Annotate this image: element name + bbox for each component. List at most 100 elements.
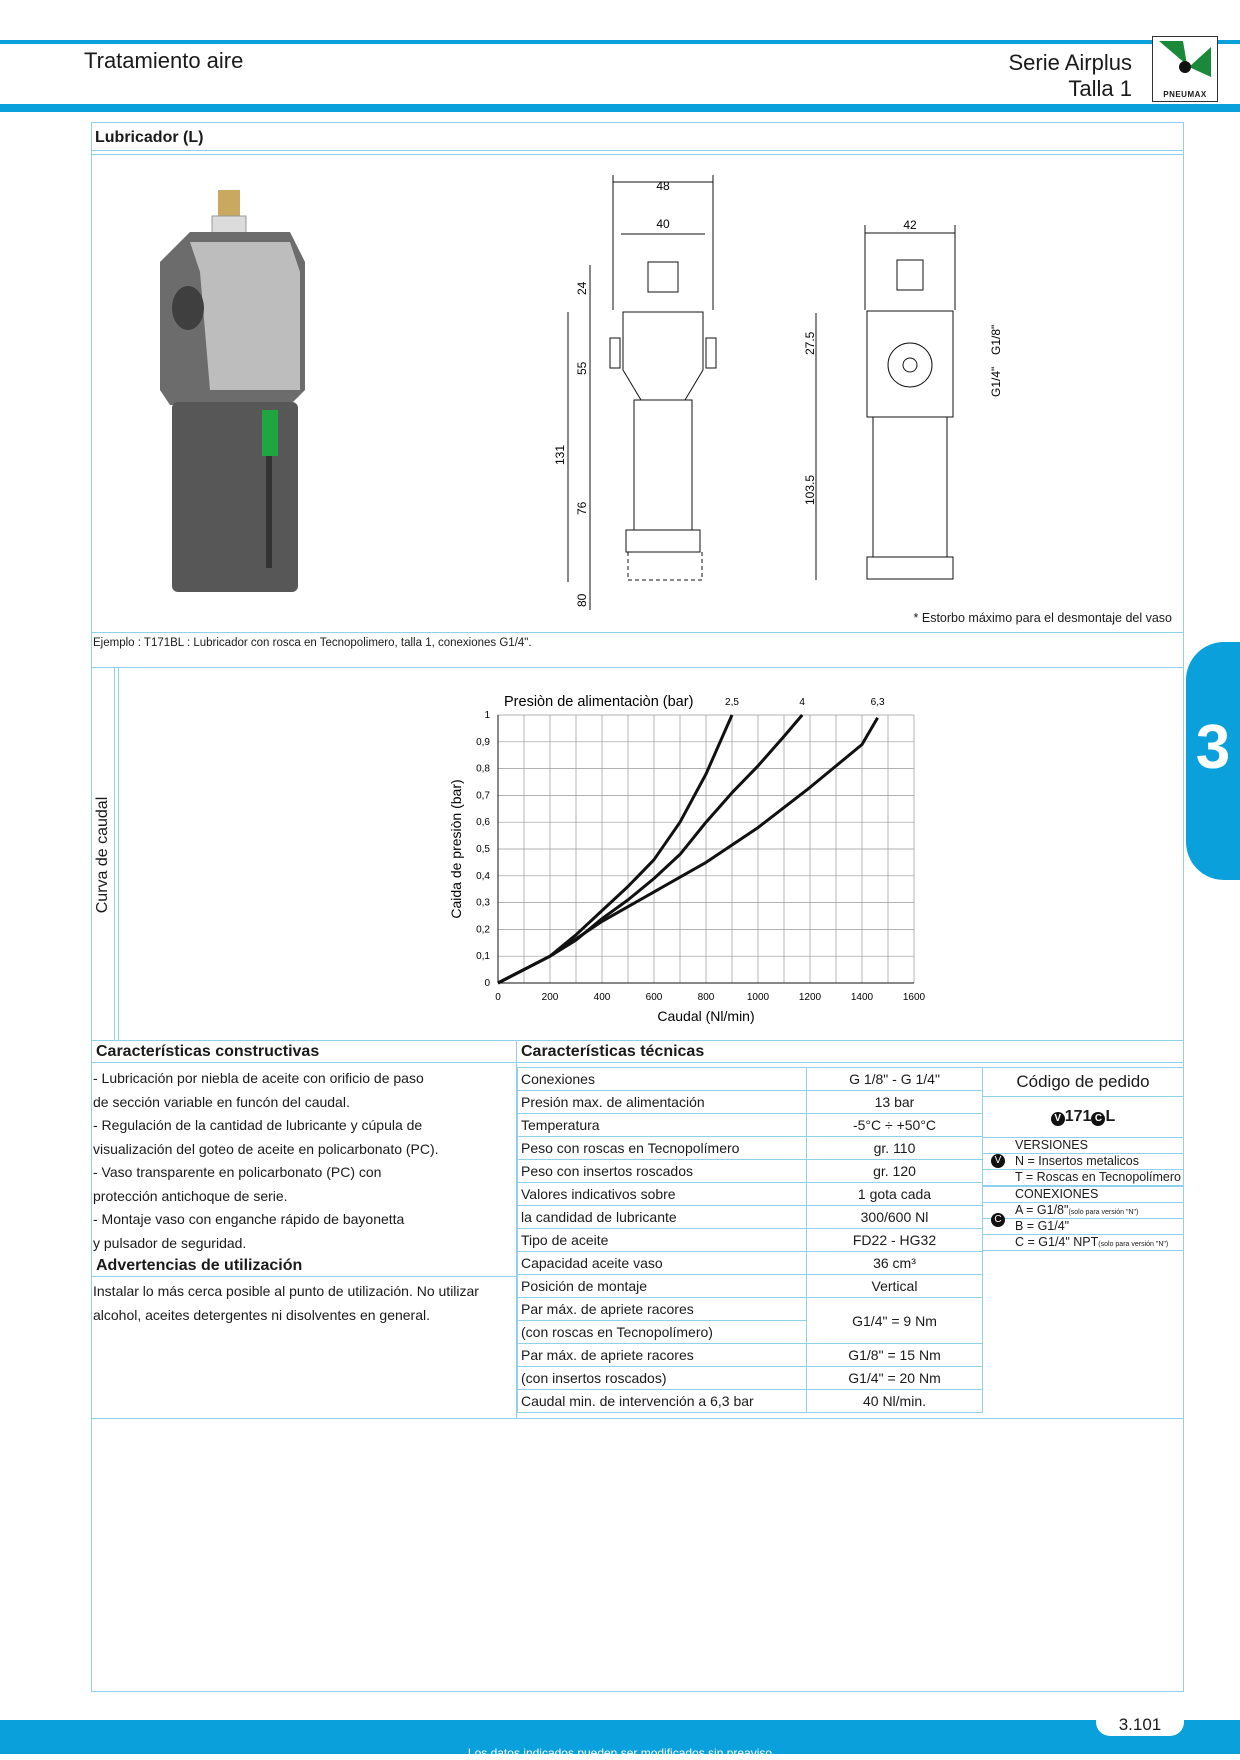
connection-code-badge: C bbox=[1091, 1112, 1106, 1126]
divider bbox=[91, 667, 1184, 668]
series-size: Talla 1 bbox=[1068, 76, 1132, 101]
spec-value: G1/4" = 20 Nm bbox=[806, 1366, 983, 1390]
text-line: Instalar lo más cerca posible al punto d… bbox=[93, 1283, 479, 1299]
text-line: - Montaje vaso con enganche rápido de ba… bbox=[93, 1211, 405, 1227]
divider bbox=[91, 1040, 1184, 1041]
dim-bowl: 76 bbox=[575, 501, 589, 515]
version-badge: V bbox=[991, 1154, 1005, 1168]
spec-value: 36 cm³ bbox=[806, 1251, 983, 1275]
series-line bbox=[497, 716, 879, 985]
order-code-number: 171 bbox=[1064, 1108, 1092, 1125]
spec-label: Conexiones bbox=[517, 1067, 807, 1091]
dim-width-inner: 40 bbox=[656, 217, 670, 231]
versions-title: VERSIONES bbox=[983, 1138, 1183, 1154]
dim-total: 131 bbox=[553, 445, 567, 465]
text-line: - Lubricación por niebla de aceite con o… bbox=[93, 1070, 424, 1086]
versions-block: V VERSIONES N = Insertos metalicos T = R… bbox=[982, 1138, 1184, 1186]
series-label: 6,3 bbox=[871, 697, 885, 708]
connection-option: B = G1/4" bbox=[983, 1219, 1183, 1235]
spec-value: FD22 - HG32 bbox=[806, 1228, 983, 1252]
text-line: de sección variable en funcón del caudal… bbox=[93, 1093, 350, 1110]
text-line: - Regulación de la cantidad de lubricant… bbox=[93, 1117, 423, 1133]
side-dim-top: 27.5 bbox=[803, 331, 817, 355]
spec-label: Valores indicativos sobre bbox=[517, 1182, 807, 1206]
table-row: (con insertos roscados)G1/4" = 20 Nm bbox=[517, 1366, 983, 1390]
removal-note: * Estorbo máximo para el desmontaje del … bbox=[913, 611, 1172, 625]
spec-value: -5°C ÷ +50°C bbox=[806, 1113, 983, 1137]
divider bbox=[91, 1062, 1184, 1063]
x-tick-label: 400 bbox=[594, 992, 611, 1003]
y-tick-label: 0,3 bbox=[476, 898, 490, 909]
y-tick-label: 1 bbox=[484, 710, 490, 721]
side-dim-width: 42 bbox=[903, 218, 917, 232]
warnings-list: Instalar lo más cerca posible al punto d… bbox=[93, 1280, 479, 1327]
technical-title: Características técnicas bbox=[521, 1043, 705, 1060]
logo-mark-icon bbox=[1159, 41, 1211, 77]
chart-title: Presiòn de alimentaciòn (bar) bbox=[504, 694, 693, 710]
spec-value: 13 bar bbox=[806, 1090, 983, 1114]
dim-removal: 80 bbox=[575, 593, 589, 607]
spec-value: gr. 110 bbox=[806, 1136, 983, 1160]
spec-label: Posición de montaje bbox=[517, 1274, 807, 1298]
y-tick-label: 0 bbox=[484, 978, 490, 989]
divider bbox=[91, 1276, 516, 1277]
spec-label: Peso con roscas en Tecnopolímero bbox=[517, 1136, 807, 1160]
side-port-a: G1/8" bbox=[989, 325, 1003, 355]
text-line: alcohol, aceites detergentes ni disolven… bbox=[93, 1306, 430, 1323]
text-line: - Vaso transparente en policarbonato (PC… bbox=[93, 1164, 382, 1180]
y-tick-label: 0,9 bbox=[476, 737, 490, 748]
spec-label: (con insertos roscados) bbox=[517, 1366, 807, 1390]
y-axis-label: Caida de presiòn (bar) bbox=[448, 779, 464, 918]
spec-value: 300/600 Nl bbox=[806, 1205, 983, 1229]
spec-label: Presión max. de alimentación bbox=[517, 1090, 807, 1114]
x-tick-label: 1000 bbox=[747, 992, 770, 1003]
x-tick-label: 1200 bbox=[799, 992, 822, 1003]
dim-body: 55 bbox=[575, 361, 589, 375]
spec-label: Tipo de aceite bbox=[517, 1228, 807, 1252]
order-code-suffix: L bbox=[1105, 1108, 1116, 1125]
divider bbox=[91, 1418, 1184, 1419]
construction-title: Características constructivas bbox=[96, 1043, 320, 1060]
example-text: Ejemplo : T171BL : Lubricador con rosca … bbox=[93, 637, 532, 649]
construction-list: - Lubricación por niebla de aceite con o… bbox=[93, 1067, 439, 1255]
y-tick-label: 0,6 bbox=[476, 817, 490, 828]
x-axis-label: Caudal (Nl/min) bbox=[657, 1008, 754, 1024]
logo-text: PNEUMAX bbox=[1163, 90, 1207, 99]
footer-bar bbox=[0, 1720, 1240, 1754]
divider bbox=[91, 632, 1184, 633]
text-line: y pulsador de seguridad. bbox=[93, 1234, 247, 1251]
product-photo bbox=[160, 190, 305, 592]
spec-value: 40 Nl/min. bbox=[806, 1389, 983, 1413]
connection-badge: C bbox=[991, 1213, 1005, 1227]
version-code-badge: V bbox=[1050, 1112, 1065, 1126]
warnings-title: Advertencias de utilización bbox=[96, 1257, 303, 1274]
footer-disclaimer: Los datos indicados pueden ser modificad… bbox=[467, 1746, 773, 1760]
connection-option: C = G1/4" NPT(solo para versión "N") bbox=[1015, 1235, 1169, 1249]
header-bottom-rule bbox=[0, 104, 1240, 112]
spec-label: la candidad de lubricante bbox=[517, 1205, 807, 1229]
x-tick-label: 200 bbox=[542, 992, 559, 1003]
table-row: (con roscas en Tecnopolímero) bbox=[517, 1320, 983, 1344]
y-tick-label: 0,8 bbox=[476, 764, 490, 775]
y-tick-label: 0,7 bbox=[476, 790, 490, 801]
connection-option: A = G1/8"(solo para versión "N") bbox=[983, 1203, 1183, 1219]
series-label: 4 bbox=[799, 697, 805, 708]
side-dim-bowl: 103.5 bbox=[803, 475, 817, 505]
x-tick-label: 1600 bbox=[903, 992, 926, 1003]
series-label: 2,5 bbox=[725, 697, 739, 708]
x-tick-label: 0 bbox=[495, 992, 501, 1003]
spec-value: G1/8" = 15 Nm bbox=[806, 1343, 983, 1367]
version-option: T = Roscas en Tecnopolímero bbox=[1015, 1170, 1181, 1184]
connections-block: C CONEXIONES A = G1/8"(solo para versión… bbox=[982, 1186, 1184, 1251]
